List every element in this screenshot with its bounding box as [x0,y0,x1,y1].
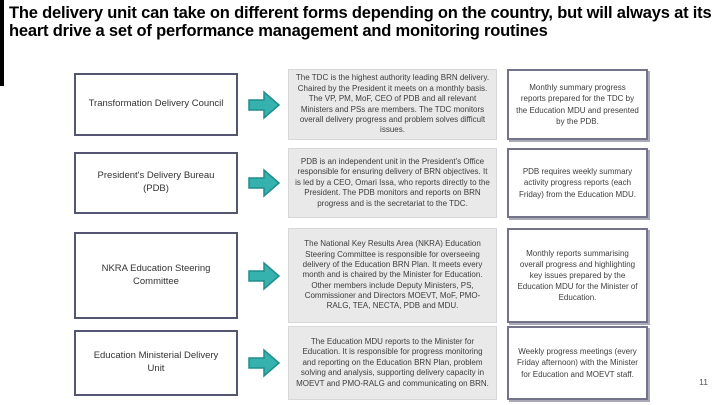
description-box: The TDC is the highest authority leading… [288,69,497,140]
routine-text: Weekly progress meetings (every Friday a… [517,347,638,379]
right-arrow-icon [248,168,281,198]
right-arrow-icon [248,260,281,291]
routine-box: Monthly summary progress reports prepare… [507,69,648,140]
slide-title: The delivery unit can take on different … [9,4,712,41]
delivery-row-nkra: NKRA Education Steering Committee The Na… [0,228,720,323]
description-text: The TDC is the highest authority leading… [295,73,490,135]
title-accent-bar [0,0,4,86]
delivery-row-tdc: Transformation Delivery Council The TDC … [0,69,720,140]
right-arrow-icon [248,348,281,378]
delivery-row-mdu: Education Ministerial Delivery Unit The … [0,326,720,400]
description-box: The National Key Results Area (NKRA) Edu… [288,228,497,323]
description-text: The National Key Results Area (NKRA) Edu… [302,239,483,311]
entity-box: Education Ministerial Delivery Unit [74,330,238,396]
entity-label: Education Ministerial Delivery Unit [93,350,219,374]
entity-box: President's Delivery Bureau (PDB) [74,152,238,214]
right-arrow-icon [248,89,281,120]
routine-box: PDB requires weekly summary activity pro… [507,148,648,218]
description-text: The Education MDU reports to the Ministe… [296,337,489,388]
description-box: PDB is an independent unit in the Presid… [288,148,497,218]
page-number: 11 [699,377,708,387]
entity-label: Transformation Delivery Council [88,98,224,110]
routine-text: Monthly reports summarising overall prog… [517,248,638,303]
delivery-row-pdb: President's Delivery Bureau (PDB) PDB is… [0,148,720,218]
entity-label: NKRA Education Steering Committee [101,262,211,287]
description-text: PDB is an independent unit in the Presid… [295,157,490,208]
routine-box: Weekly progress meetings (every Friday a… [507,326,648,400]
routine-text: Monthly summary progress reports prepare… [516,83,639,126]
routine-box: Monthly reports summarising overall prog… [507,228,648,323]
routine-text: PDB requires weekly summary activity pro… [519,167,636,199]
description-box: The Education MDU reports to the Ministe… [288,326,497,400]
entity-box: Transformation Delivery Council [74,73,238,136]
entity-label: President's Delivery Bureau (PDB) [97,170,215,194]
entity-box: NKRA Education Steering Committee [74,232,238,319]
